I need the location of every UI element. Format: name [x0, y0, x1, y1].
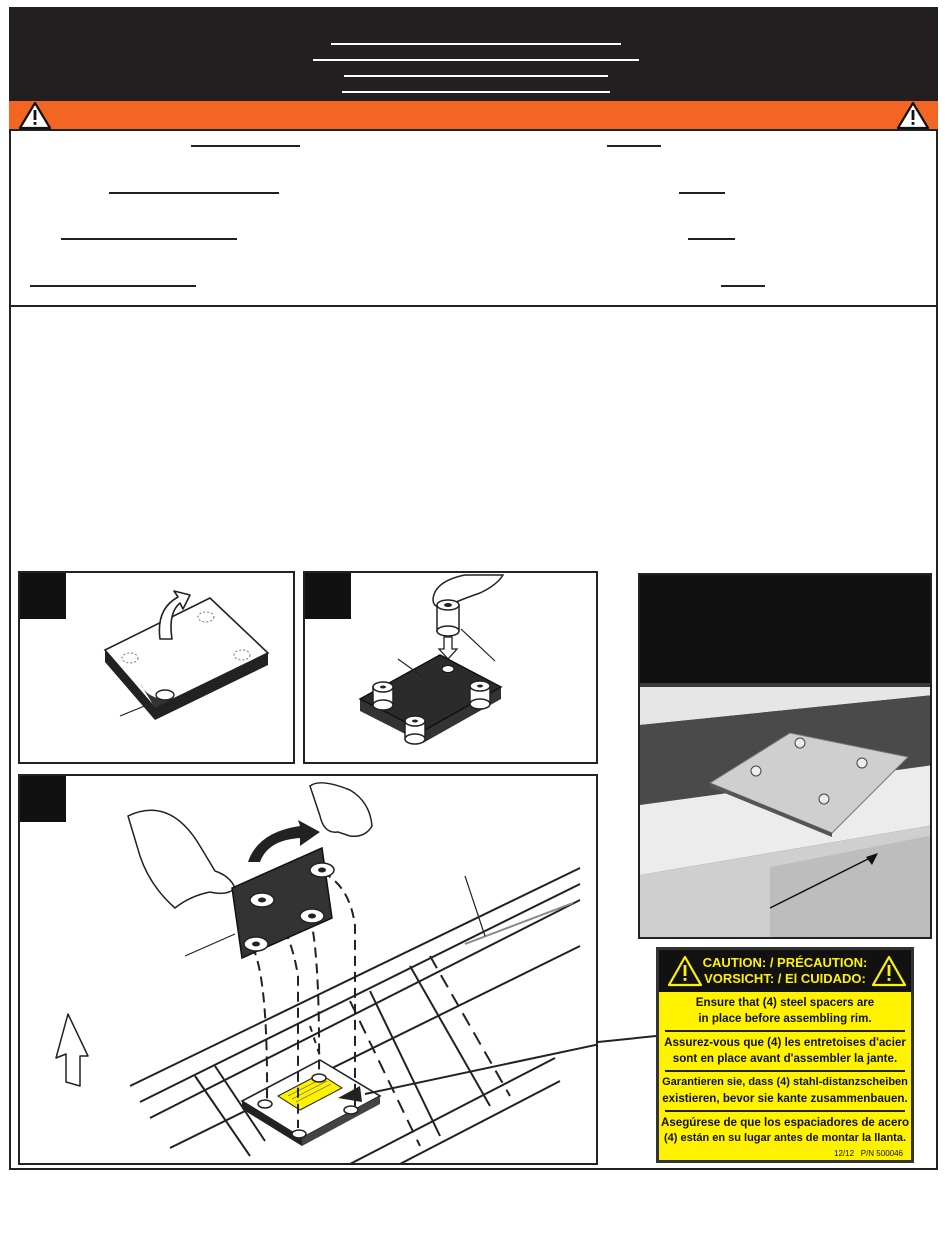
field-line: [191, 145, 300, 147]
label-part-info: 12/12 P/N 500046: [834, 1149, 903, 1158]
caution-spanish-line-1: Asegúrese de que los espaciadores de ace…: [660, 1116, 910, 1129]
step-2-panel: [303, 571, 598, 764]
hand-icon: [309, 782, 373, 838]
step-3-panel: [18, 774, 598, 1165]
label-divider: [665, 1030, 905, 1032]
spec-fields-area: [9, 131, 938, 307]
spacer-install-illustration: [358, 574, 505, 745]
title-line-3: [344, 75, 608, 77]
field-line: [688, 238, 735, 240]
warning-triangle-icon: [18, 101, 52, 130]
step-number-box: [305, 573, 351, 619]
warning-triangle-icon: [896, 101, 930, 130]
title-line-1: [331, 43, 621, 45]
caution-english-line-1: Ensure that (4) steel spacers are: [695, 996, 875, 1009]
field-line: [30, 285, 196, 287]
title-line-4: [342, 91, 610, 93]
caution-spanish-line-2: (4) están en su lugar antes de montar la…: [663, 1132, 907, 1144]
caution-english-line-2: in place before assembling rim.: [698, 1012, 872, 1025]
down-arrow-icon: [437, 636, 459, 660]
caution-french-line-2: sont en place avant d'assembler la jante…: [672, 1052, 898, 1065]
photo-illustration: [640, 575, 930, 937]
warning-bar: [9, 101, 938, 131]
caution-heading-line-1: CAUTION: / PRÉCAUTION:: [702, 955, 868, 970]
curved-arrow-icon: [248, 820, 320, 862]
peel-backing-illustration: [103, 590, 270, 720]
document-header: [9, 7, 938, 101]
step-number-box: [20, 776, 66, 822]
step-1-panel: [18, 571, 295, 764]
step-number-box: [20, 573, 66, 619]
label-divider: [665, 1110, 905, 1112]
warning-triangle-icon: [871, 955, 907, 987]
field-line: [607, 145, 661, 147]
up-arrow-icon: [55, 1013, 89, 1087]
caution-label: CAUTION: / PRÉCAUTION: VORSICHT: / El CU…: [656, 947, 914, 1163]
installed-plate-photo: [638, 573, 932, 939]
title-line-2: [313, 59, 639, 61]
field-line: [721, 285, 765, 287]
field-line: [61, 238, 237, 240]
curved-arrow-icon: [158, 590, 191, 640]
caution-german-line-1: Garantieren sie, dass (4) stahl-distanzs…: [662, 1076, 908, 1088]
date-code: 12/12: [834, 1149, 855, 1158]
caution-german-line-2: existieren, bevor sie kante zusammenbaue…: [662, 1092, 908, 1105]
frame-mount-illustration: [55, 782, 596, 1163]
caution-label-header: CAUTION: / PRÉCAUTION: VORSICHT: / El CU…: [659, 950, 911, 992]
caution-french-line-1: Assurez-vous que (4) les entretoises d'a…: [664, 1036, 906, 1049]
field-line: [679, 192, 725, 194]
field-line: [109, 192, 279, 194]
caution-heading-line-2: VORSICHT: / El CUIDADO:: [704, 971, 866, 986]
hand-icon: [127, 809, 236, 909]
part-number: P/N 500046: [860, 1149, 903, 1158]
label-divider: [665, 1070, 905, 1072]
warning-triangle-icon: [667, 955, 703, 987]
